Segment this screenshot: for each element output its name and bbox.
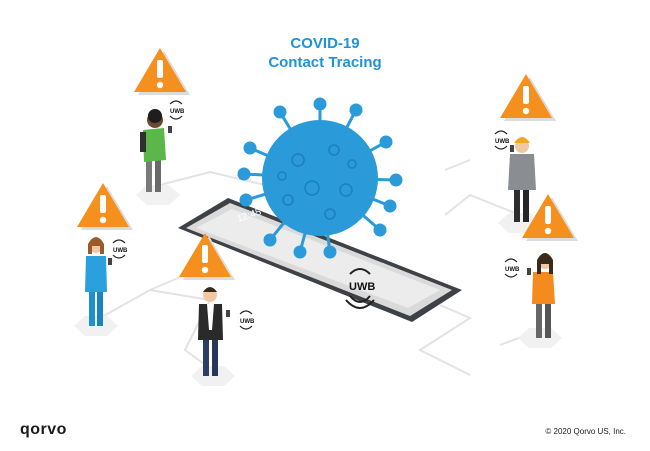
warning-icon-1 [134, 48, 190, 95]
svg-text:UWB: UWB [495, 139, 510, 145]
uwb-badge-green-shirt: UWB [169, 100, 185, 120]
phone-uwb-badge: UWB [345, 268, 375, 309]
warning-icon-2 [77, 183, 133, 230]
platform-blue-scrubs [74, 316, 118, 336]
person-orange-shirt [527, 253, 555, 338]
title-line-2: Contact Tracing [268, 54, 382, 71]
qorvo-logo: qorvo [20, 421, 67, 438]
uwb-badge-hardhat: UWB [494, 130, 510, 150]
svg-text:UWB: UWB [113, 248, 128, 254]
uwb-badge-orange-shirt: UWB [504, 258, 520, 278]
person-hardhat [508, 137, 536, 222]
svg-text:UWB: UWB [505, 267, 520, 273]
diagram-title: COVID-19 Contact Tracing [255, 34, 395, 72]
uwb-badge-blue-scrubs: UWB [112, 239, 128, 259]
warning-icon-4 [500, 74, 556, 121]
virus-icon [237, 97, 403, 259]
svg-text:UWB: UWB [240, 319, 255, 325]
person-suit [198, 287, 230, 376]
phone-uwb-label: UWB [349, 281, 375, 293]
svg-text:UWB: UWB [170, 109, 185, 115]
person-blue-scrubs [85, 237, 112, 326]
copyright-text: © 2020 Qorvo US, Inc. [545, 427, 626, 436]
uwb-badge-suit: UWB [239, 310, 255, 330]
person-green-shirt [140, 109, 172, 192]
title-line-1: COVID-19 [290, 35, 360, 52]
smartphone: 12:45 [178, 198, 462, 322]
